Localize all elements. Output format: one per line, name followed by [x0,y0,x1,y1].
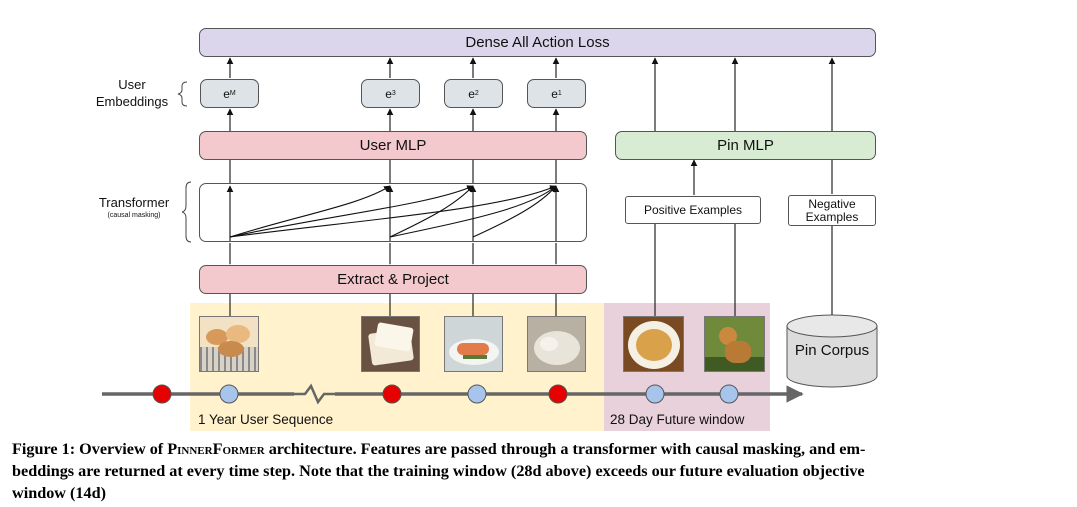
bread-slices-photo [361,316,420,372]
golden-dog-photo [704,316,765,372]
connectors [226,57,836,316]
negative-examples-box: Negative Examples [788,195,876,226]
timeline [102,383,804,405]
transformer-label: Transformer (causal masking) [98,195,170,219]
dense-all-action-loss-box: Dense All Action Loss [199,28,876,57]
extract-project-box: Extract & Project [199,265,587,294]
transformer-brace [181,181,192,243]
timeline-break-zigzag [294,383,335,405]
model-name: PinnerFormer [167,440,265,458]
past-event-dot [382,384,402,404]
puppy-sleeping-photo [527,316,586,372]
positive-examples-box: Positive Examples [625,196,761,224]
engagement-dot [219,384,239,404]
pin-corpus-cylinder [786,314,878,388]
salmon-dish-photo [444,316,503,372]
future-window-label: 28 Day Future window [610,412,745,427]
bread-rolls-photo [199,316,259,372]
pin-corpus-label: Pin Corpus [794,342,870,359]
user-sequence-label: 1 Year User Sequence [198,412,334,427]
user-mlp-box: User MLP [199,131,587,160]
user-embeddings-label: User Embeddings [95,77,169,109]
past-event-dot [548,384,568,404]
figure-caption: Figure 1: Overview of PinnerFormer archi… [12,440,866,502]
past-event-dot [152,384,172,404]
embeddings-brace [177,81,188,107]
transformer-box [199,183,587,242]
pin-mlp-box: Pin MLP [615,131,876,160]
engagement-dot [719,384,739,404]
engagement-dot [467,384,487,404]
pasta-dish-photo [623,316,684,372]
engagement-dot [645,384,665,404]
